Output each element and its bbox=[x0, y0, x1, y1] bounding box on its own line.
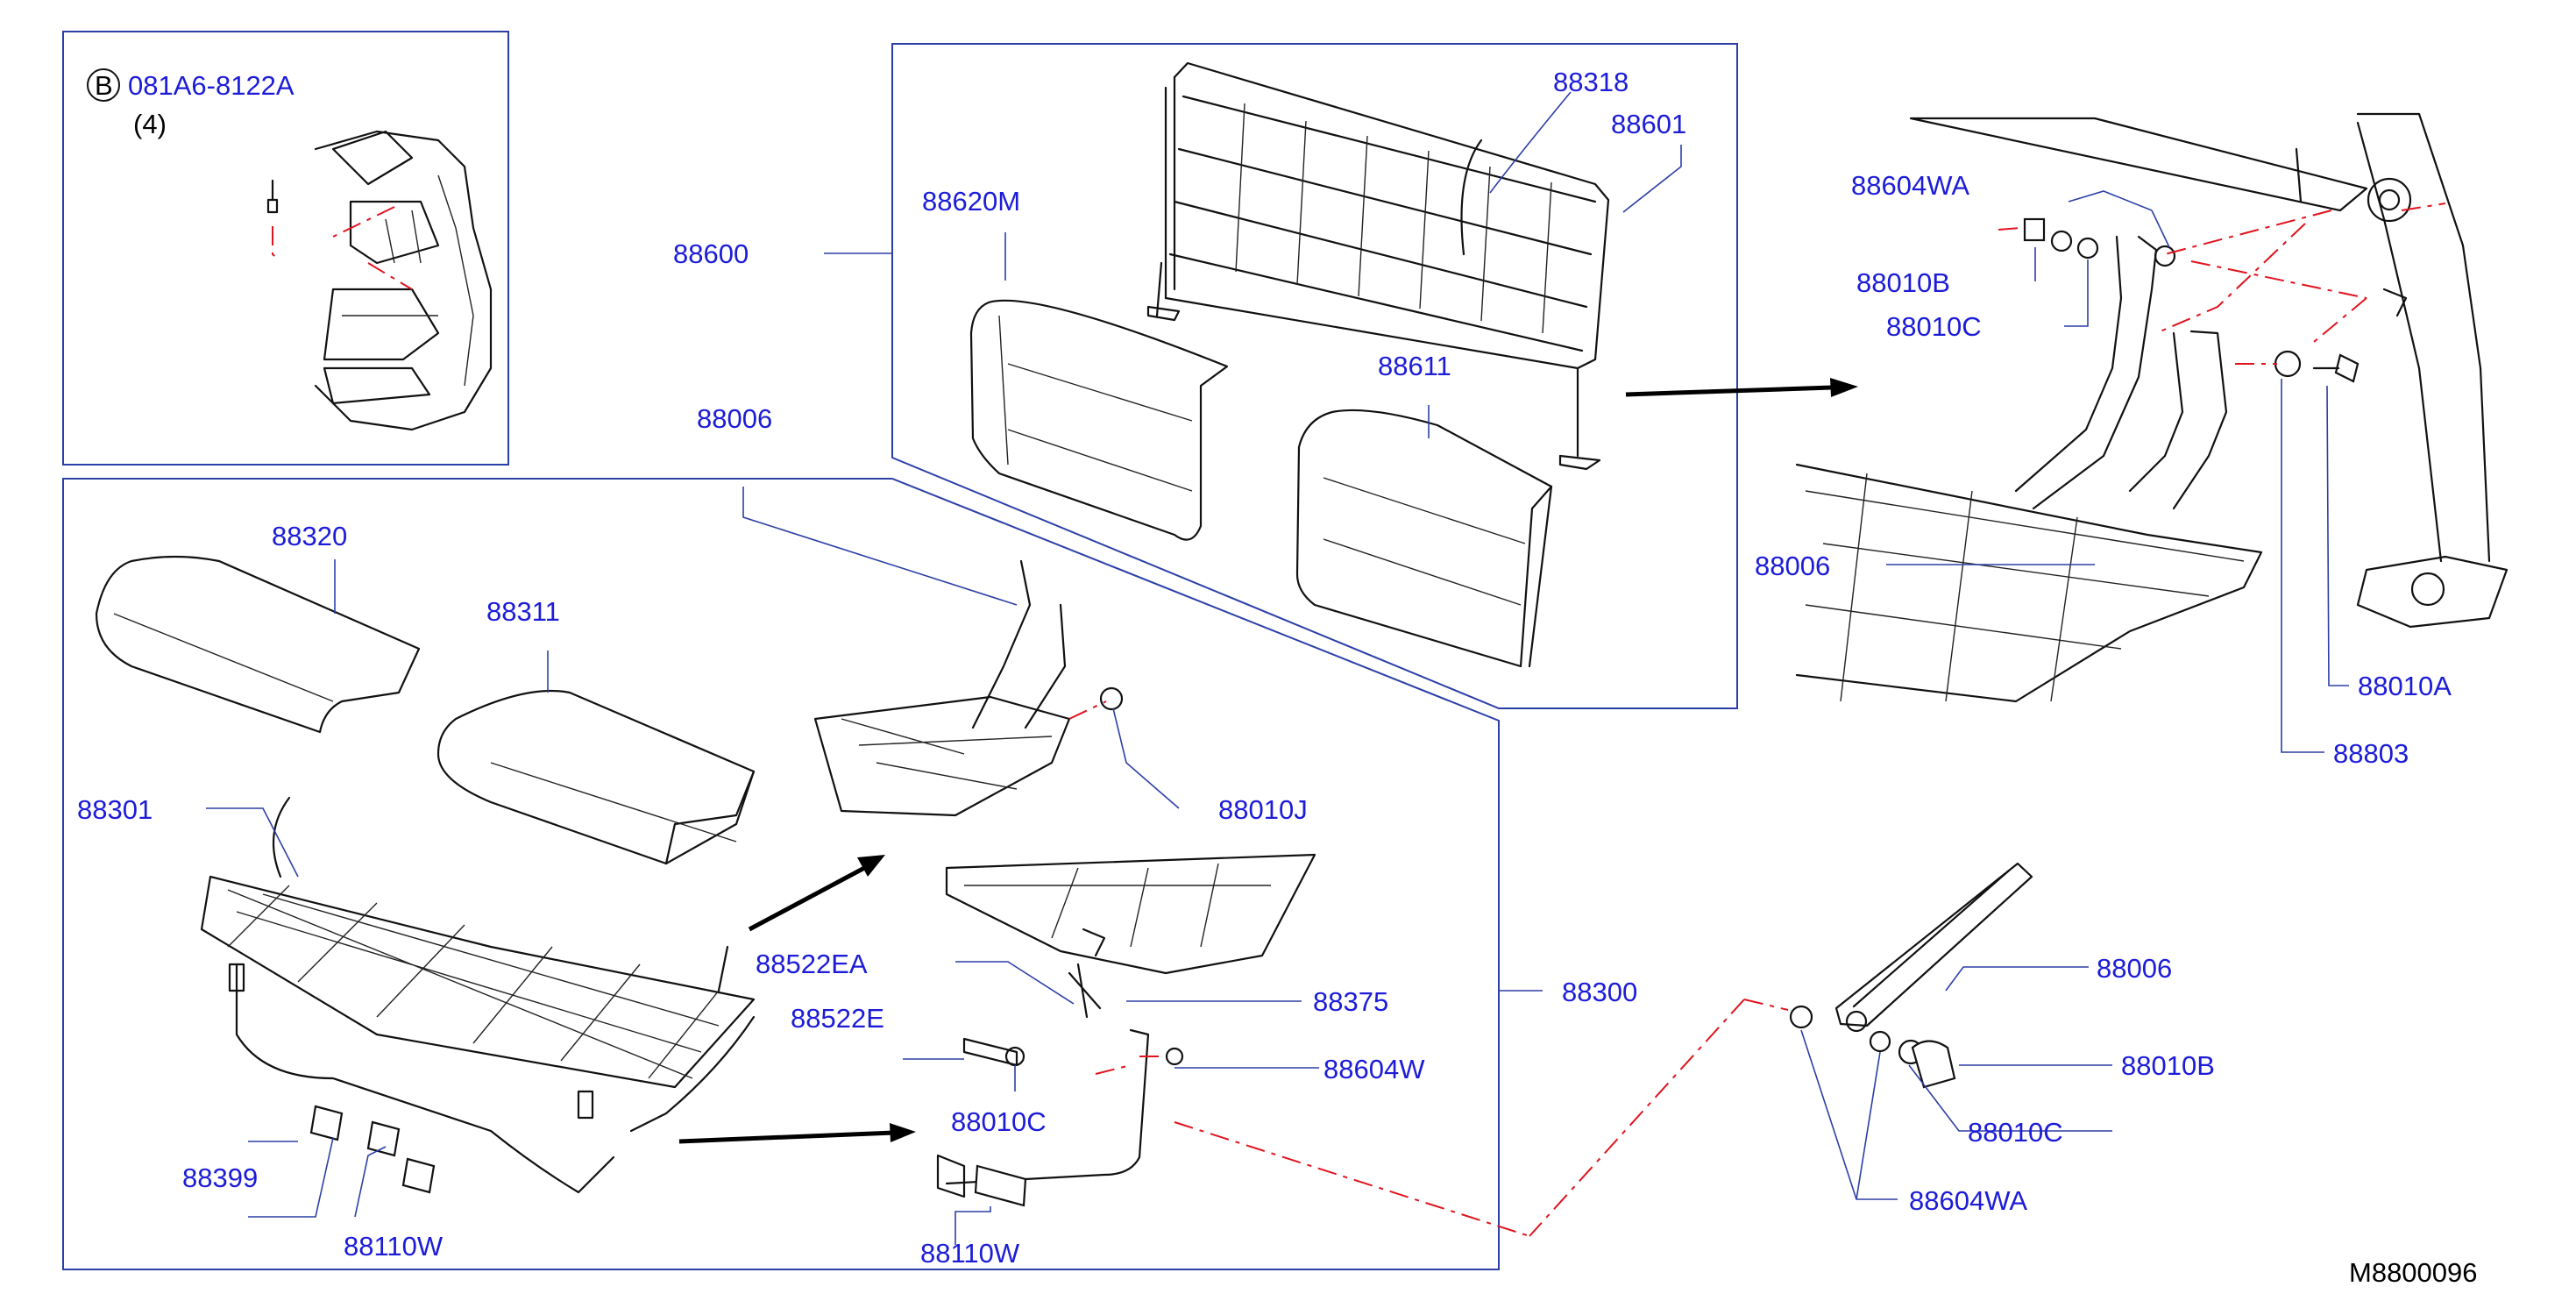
seat-border bbox=[62, 478, 1500, 1270]
label-88601[interactable]: 88601 bbox=[1611, 109, 1686, 139]
arrow-frame-to-bracket bbox=[748, 864, 869, 932]
label-88006-right[interactable]: 88006 bbox=[1755, 551, 1830, 581]
label-88604wa-top[interactable]: 88604WA bbox=[1851, 170, 1969, 201]
arrow-head-1 bbox=[857, 855, 885, 877]
label-88010b-top[interactable]: 88010B bbox=[1856, 267, 1950, 298]
seat-frame-drawing bbox=[200, 796, 756, 1194]
label-88010c-mid[interactable]: 88010C bbox=[951, 1106, 1047, 1137]
part-labels: 88600 88620M 88318 88601 88611 88006 883… bbox=[77, 67, 2478, 1288]
label-88375[interactable]: 88375 bbox=[1313, 986, 1388, 1017]
lock-assembly-drawing bbox=[936, 853, 1316, 1207]
label-88522e[interactable]: 88522E bbox=[791, 1003, 884, 1034]
seat-bracket-drawing bbox=[813, 559, 1124, 817]
back-cover-drawing bbox=[1295, 409, 1553, 668]
label-88320[interactable]: 88320 bbox=[272, 521, 347, 551]
inset-vehicle-drawing bbox=[314, 130, 493, 431]
arrow-head-2 bbox=[890, 1123, 916, 1142]
label-88010a[interactable]: 88010A bbox=[2358, 671, 2452, 701]
label-88006-lower[interactable]: 88006 bbox=[2097, 953, 2172, 984]
bushings-drawing bbox=[309, 1105, 436, 1194]
label-88010b-lower[interactable]: 88010B bbox=[2121, 1050, 2215, 1081]
seat-panel bbox=[62, 478, 1500, 1270]
seat-back-border bbox=[891, 43, 1738, 709]
label-88604wa-lower[interactable]: 88604WA bbox=[1909, 1185, 2027, 1216]
inset-bolt-drawing bbox=[266, 179, 280, 260]
label-88600[interactable]: 88600 bbox=[673, 238, 749, 269]
seat-back-panel bbox=[891, 43, 1738, 709]
label-88522ea[interactable]: 88522EA bbox=[756, 949, 868, 979]
inset-border bbox=[62, 31, 509, 466]
arrow-frame-to-lock bbox=[678, 1130, 895, 1144]
label-88010j[interactable]: 88010J bbox=[1218, 794, 1308, 825]
seat-pad-drawing bbox=[436, 689, 756, 865]
arrow-head-3 bbox=[1830, 378, 1858, 397]
inset-quantity: (4) bbox=[133, 109, 167, 139]
inset-part-number[interactable]: 081A6-8122A bbox=[128, 70, 295, 101]
inset-badge-letter: B bbox=[95, 70, 113, 101]
leader-lines bbox=[206, 91, 2349, 1245]
label-88311[interactable]: 88311 bbox=[486, 596, 560, 627]
label-88301[interactable]: 88301 bbox=[77, 794, 153, 825]
label-88611[interactable]: 88611 bbox=[1378, 351, 1451, 381]
arrow-back-to-hinge bbox=[1625, 385, 1833, 397]
label-88318[interactable]: 88318 bbox=[1553, 67, 1629, 97]
lower-hinge-drawing bbox=[1529, 862, 2033, 1237]
label-88006-top[interactable]: 88006 bbox=[697, 403, 772, 434]
label-88110w-left[interactable]: 88110W bbox=[344, 1231, 444, 1262]
inset-badge-circle bbox=[87, 68, 120, 102]
label-88399[interactable]: 88399 bbox=[182, 1162, 258, 1193]
lock-to-hinge-dashline bbox=[1174, 1121, 1530, 1237]
hinge-assembly-drawing bbox=[1795, 112, 2509, 703]
label-88010c-lower[interactable]: 88010C bbox=[1968, 1117, 2063, 1148]
label-88110w-mid[interactable]: 88110W bbox=[920, 1238, 1020, 1269]
label-88010c-top[interactable]: 88010C bbox=[1886, 311, 1982, 342]
back-cushion-drawing bbox=[969, 299, 1229, 541]
seat-cover-drawing bbox=[95, 555, 421, 734]
label-88300[interactable]: 88300 bbox=[1562, 977, 1637, 1007]
inset-panel: B 081A6-8122A (4) bbox=[62, 31, 509, 466]
label-88604w[interactable]: 88604W bbox=[1323, 1054, 1425, 1084]
label-88803[interactable]: 88803 bbox=[2333, 738, 2409, 769]
seatback-frame-drawing bbox=[1146, 61, 1610, 471]
label-88620m[interactable]: 88620M bbox=[922, 186, 1020, 217]
drawing-id: M8800096 bbox=[2349, 1257, 2478, 1288]
